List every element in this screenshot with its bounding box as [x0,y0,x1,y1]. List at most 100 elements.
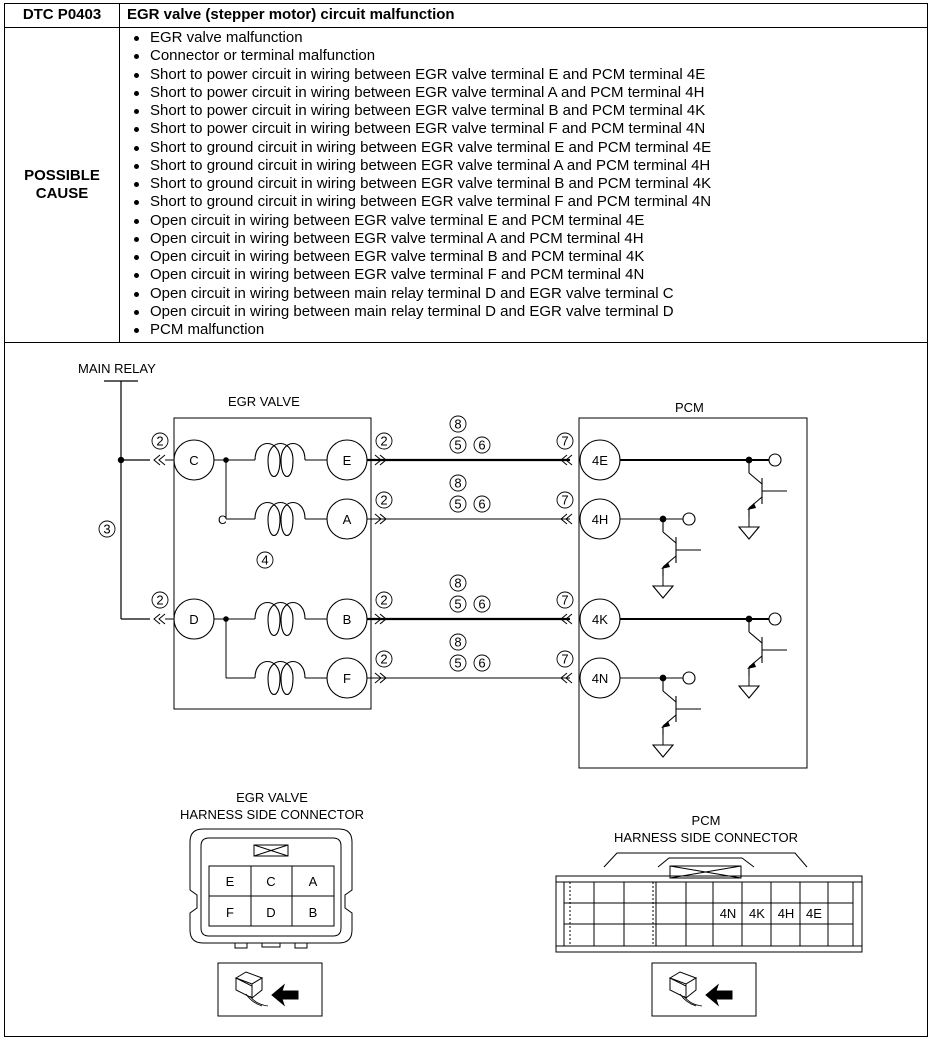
svg-text:D: D [189,612,198,627]
pcm-terminal-4k: 4K [579,598,621,640]
cause-item: Short to ground circuit in wiring betwee… [131,193,711,211]
svg-text:3: 3 [103,522,110,537]
cause-item: Open circuit in wiring between EGR valve… [131,230,711,248]
coil-1 [254,443,306,478]
callout-7: 7 [556,491,574,509]
callout-2: 2 [375,650,393,668]
svg-text:5: 5 [454,438,461,453]
egr-terminal-c: C [173,439,215,481]
coil-4 [254,661,306,696]
cause-item: Short to ground circuit in wiring betwee… [131,157,711,175]
svg-text:B: B [343,612,352,627]
cause-item: Open circuit in wiring between EGR valve… [131,248,711,266]
pcm-driver-4n [620,671,701,758]
dtc-code: DTC P0403 [5,4,120,27]
cause-item: Short to power circuit in wiring between… [131,102,711,120]
pcm-label: PCM [675,400,704,415]
possible-cause-label-line1: POSSIBLE [24,167,100,184]
svg-text:E: E [343,453,352,468]
callout-8: 8 [449,415,467,433]
pcm-driver-4h [620,512,701,599]
callout-2: 2 [375,491,393,509]
main-relay-label: MAIN RELAY [78,361,156,376]
svg-text:7: 7 [561,652,568,667]
svg-text:4E: 4E [592,453,608,468]
callout-2: 2 [151,591,169,609]
callout-2: 2 [375,591,393,609]
callout-5: 5 [449,495,467,513]
svg-text:8: 8 [454,635,461,650]
svg-text:6: 6 [478,497,485,512]
svg-text:A: A [343,512,352,527]
callout-3: 3 [98,520,116,538]
header-row: DTC P0403 EGR valve (stepper motor) circ… [5,4,927,28]
pcm-pin-label: 4K [749,906,765,921]
pcm-terminal-4n: 4N [579,657,621,699]
svg-text:7: 7 [561,493,568,508]
svg-text:2: 2 [380,493,387,508]
cause-item: Open circuit in wiring between main rela… [131,285,711,303]
egr-terminal-d: D [173,598,215,640]
callout-6: 6 [473,495,491,513]
egr-connector-title-2: HARNESS SIDE CONNECTOR [180,807,364,822]
callout-8: 8 [449,633,467,651]
svg-text:5: 5 [454,497,461,512]
egr-terminal-e: E [326,439,368,481]
junction-dot [117,456,125,464]
egr-pin-label: A [309,874,318,889]
cause-item: Connector or terminal malfunction [131,47,711,65]
callout-5: 5 [449,436,467,454]
pcm-connector-title-2: HARNESS SIDE CONNECTOR [614,830,798,845]
svg-text:5: 5 [454,656,461,671]
egr-connector-title-1: EGR VALVE [236,790,308,805]
egr-pin-label: B [309,905,318,920]
callout-6: 6 [473,654,491,672]
pcm-harness-connector [555,852,863,953]
svg-text:2: 2 [380,593,387,608]
cause-item: Open circuit in wiring between EGR valve… [131,212,711,230]
egr-terminal-a: A [326,498,368,540]
callout-4: 4 [256,551,274,569]
callout-7: 7 [556,591,574,609]
egr-pin-label: C [266,874,275,889]
cause-item: Short to power circuit in wiring between… [131,66,711,84]
egr-pin-label: D [266,905,275,920]
cause-item: Short to ground circuit in wiring betwee… [131,139,711,157]
cause-item: PCM malfunction [131,321,711,339]
callout-6: 6 [473,595,491,613]
egr-connector-pins: E C A F D B [226,874,318,920]
egr-pin-label: F [226,905,234,920]
cause-item: Short to power circuit in wiring between… [131,84,711,102]
coil-2 [254,502,306,537]
egr-valve-label: EGR VALVE [228,394,300,409]
svg-text:C: C [189,453,198,468]
svg-text:4H: 4H [592,512,609,527]
svg-text:4K: 4K [592,612,608,627]
pcm-terminal-4e: 4E [579,439,621,481]
svg-text:7: 7 [561,593,568,608]
svg-text:8: 8 [454,417,461,432]
svg-text:F: F [343,671,351,686]
pcm-terminal-4h: 4H [579,498,621,540]
pcm-driver-4k [620,612,787,699]
cause-item: Open circuit in wiring between EGR valve… [131,266,711,284]
coil-3 [254,602,306,637]
svg-text:7: 7 [561,434,568,449]
diagnostic-sheet: DTC P0403 EGR valve (stepper motor) circ… [4,3,928,1037]
dtc-title: EGR valve (stepper motor) circuit malfun… [127,6,455,23]
pcm-driver-4e [620,453,787,540]
pcm-pin-label: 4E [806,906,822,921]
possible-cause-label: POSSIBLE CAUSE [5,28,120,342]
egr-terminal-b: B [326,598,368,640]
cause-item: Short to power circuit in wiring between… [131,120,711,138]
egr-pin-label: E [226,874,235,889]
connector-view-icon-right [651,962,757,1017]
possible-cause-label-line2: CAUSE [35,185,89,202]
svg-text:4: 4 [261,553,268,568]
svg-text:6: 6 [478,656,485,671]
svg-text:2: 2 [156,593,163,608]
egr-valve-box [173,417,372,710]
